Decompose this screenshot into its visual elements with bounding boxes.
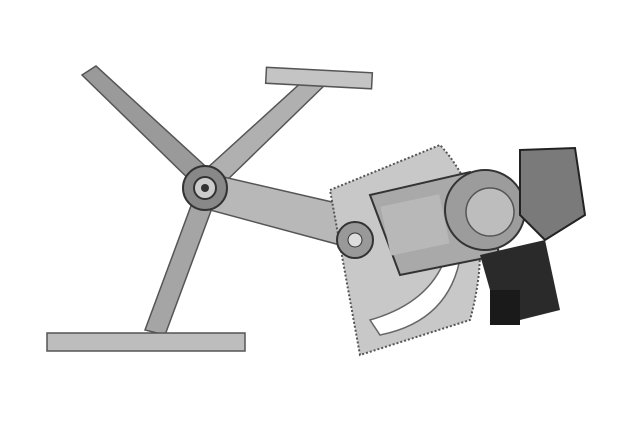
- motor-assembly: [368, 146, 587, 325]
- top-rail: [264, 66, 374, 90]
- pivot: [182, 165, 228, 211]
- motor-label: [380, 194, 450, 256]
- connector: [490, 290, 520, 325]
- bottom-rail: [46, 332, 246, 352]
- mount-bracket: [519, 146, 587, 242]
